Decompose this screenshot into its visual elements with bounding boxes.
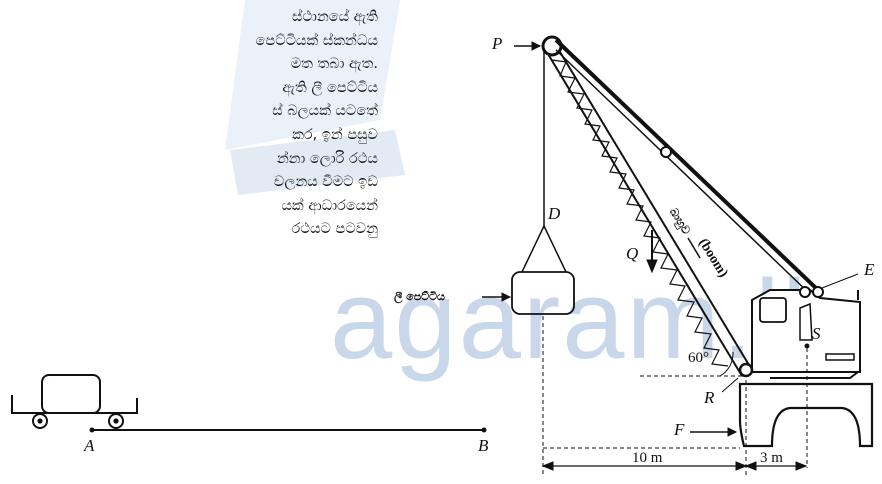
label-Q: Q: [626, 244, 639, 263]
text-line: පෙට්ටියක් ස්කන්ධය: [255, 32, 379, 49]
label-S: S: [812, 324, 821, 343]
lorry-box: [41, 374, 101, 414]
wooden-box: [511, 271, 575, 315]
lorry-wheel: [32, 413, 48, 429]
point-B: [481, 427, 487, 433]
text-line: මත තබා ඇත.: [290, 56, 378, 73]
label-A: A: [84, 436, 95, 455]
lorry-platform: [11, 395, 138, 414]
text-line: යක් ආධාරයෙන්: [281, 197, 378, 214]
text-line: ස් බලයක් යටතේ: [272, 103, 378, 120]
problem-text: ස්ථානයේ ඇති පෙට්ටියක් ස්කන්ධය මත තබා ඇත.…: [178, 6, 379, 242]
text-line: චලනය වීමට ඉඩ: [273, 174, 378, 191]
distance-10m: 10 m: [632, 450, 663, 466]
text-line: ඇති ලී පෙට්ටිය: [282, 79, 378, 96]
label-R: R: [704, 388, 715, 407]
text-line: කර, ඉන් පසුව: [292, 126, 378, 143]
box-label: ලී පෙට්ටිය: [394, 290, 445, 303]
label-E: E: [864, 260, 875, 279]
lorry-diagram: [11, 374, 138, 429]
lorry-wheel: [108, 413, 124, 429]
text-line: රථයට පටවනු: [291, 221, 378, 238]
angle-label: 60°: [688, 350, 709, 366]
label-P: P: [492, 34, 503, 53]
crane: [482, 35, 874, 476]
text-line: ස්ථානයේ ඇති: [291, 9, 378, 25]
label-B: B: [478, 436, 489, 455]
text-line: න්නා ලොරි රථය: [276, 150, 378, 167]
distance-3m: 3 m: [760, 450, 783, 466]
point-A: [89, 427, 95, 433]
label-D: D: [548, 204, 561, 223]
label-F: F: [674, 420, 685, 439]
